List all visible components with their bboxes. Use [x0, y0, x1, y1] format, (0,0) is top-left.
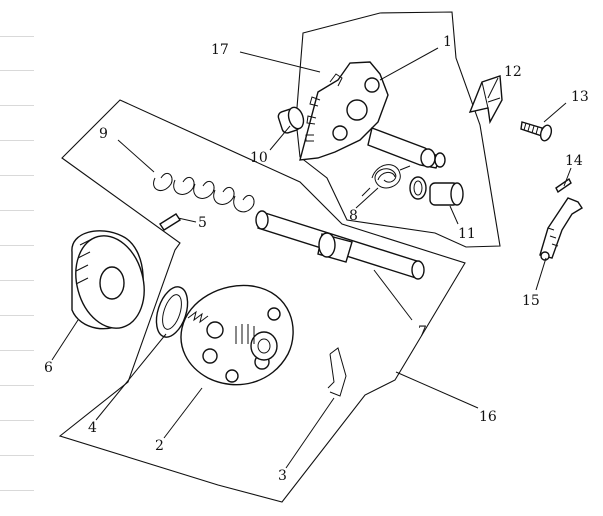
coil-spring-9-part: [153, 172, 255, 213]
callout-15: 15: [522, 293, 540, 309]
callout-11: 11: [458, 226, 476, 242]
callout-1: 1: [443, 34, 452, 50]
shaft-7-part: [255, 210, 425, 280]
bushing-11-part: [429, 182, 464, 206]
ratchet-plate-2-part: [180, 284, 294, 386]
callout-10: 10: [250, 150, 268, 166]
left-margin-ruler: [0, 0, 36, 516]
pin-5-part: [159, 213, 181, 231]
bracket-12-part: [468, 75, 503, 125]
callout-12: 12: [504, 64, 522, 80]
bushing-10-part: [277, 106, 305, 134]
callout-8: 8: [349, 208, 358, 224]
callout-7: 7: [418, 324, 427, 340]
callout-17: 17: [211, 42, 229, 58]
callout-6: 6: [44, 360, 53, 376]
callout-5: 5: [198, 215, 207, 231]
callout-14: 14: [565, 153, 583, 169]
spring-clip-3-part: [327, 347, 347, 397]
callout-labels: 17 1 12 13 10 9 8 11 14 15 5 7 6 4 2 3 1…: [44, 34, 589, 484]
kick-lever-15-part: [539, 197, 583, 261]
callout-9: 9: [99, 126, 108, 142]
leader-lines: [51, 47, 572, 469]
callout-3: 3: [278, 468, 287, 484]
upper-group-outline: [295, 11, 501, 248]
washer-ring-part: [409, 176, 427, 200]
callout-2: 2: [155, 438, 164, 454]
torsion-spring-8-part: [361, 164, 411, 197]
ratchet-drum-6-part: [71, 230, 145, 330]
callout-13: 13: [571, 89, 589, 105]
pin-14-part: [555, 177, 572, 194]
callout-16: 16: [479, 409, 497, 425]
bolt-13-part: [520, 121, 553, 142]
callout-4: 4: [88, 420, 97, 436]
lower-group-outline: [58, 99, 466, 503]
kick-gear-part: [299, 61, 446, 169]
